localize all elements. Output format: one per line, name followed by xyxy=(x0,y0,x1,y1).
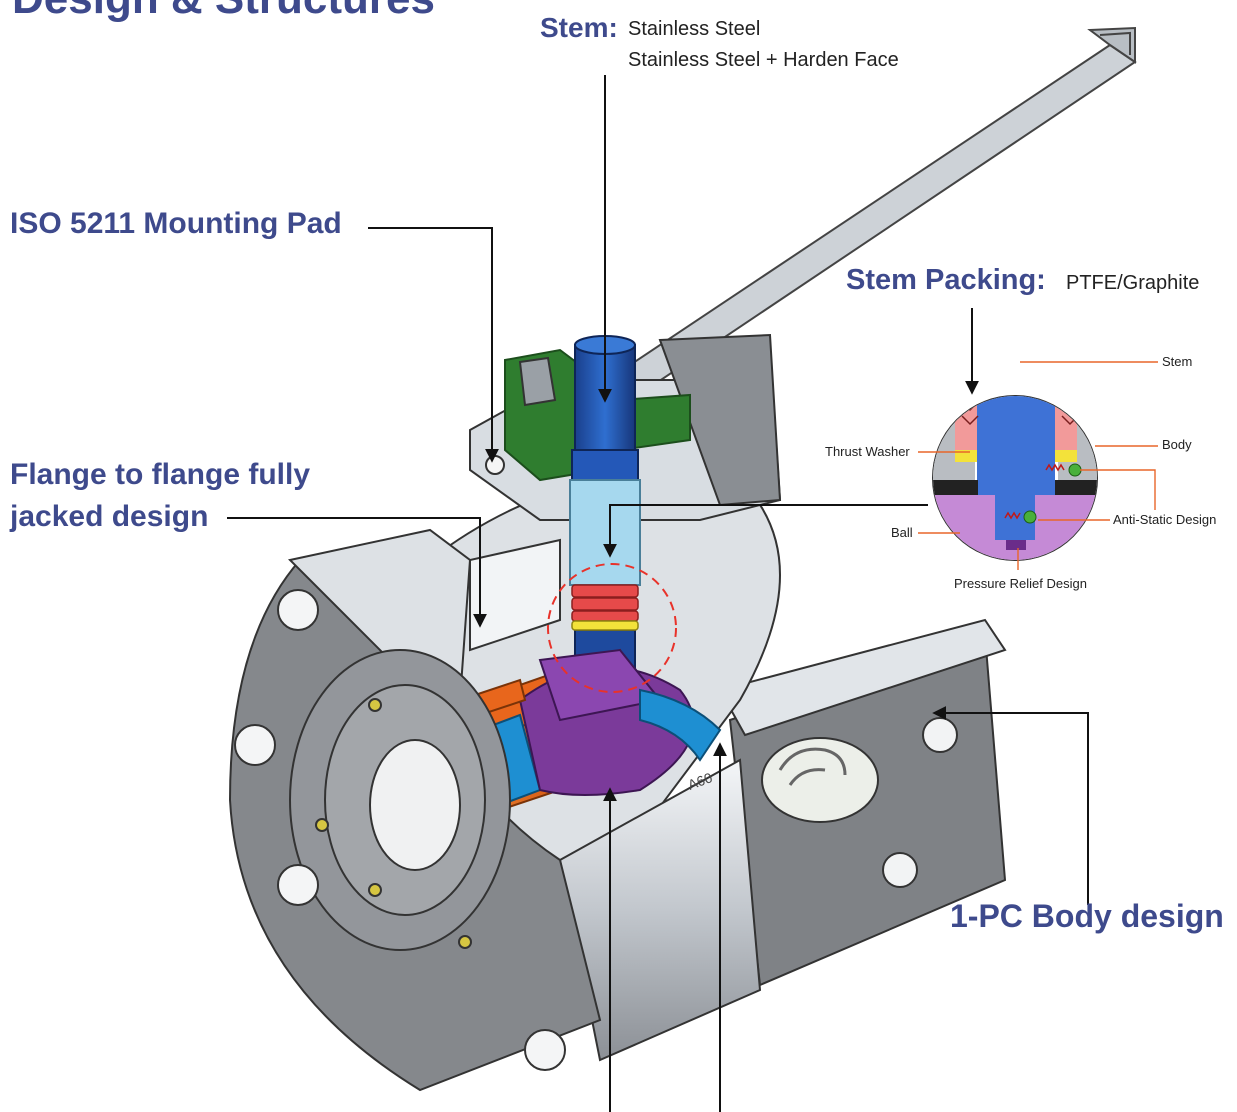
stem-material-2: Stainless Steel + Harden Face xyxy=(628,49,899,71)
body-design-label: 1-PC Body design xyxy=(950,898,1224,934)
leader-lines xyxy=(227,75,1089,1112)
detail-thrust-washer-label: Thrust Washer xyxy=(825,444,910,459)
detail-leader-lines xyxy=(918,361,1158,570)
stem-packing-heading: Stem Packing: xyxy=(846,264,1046,296)
stem-packing-rings xyxy=(571,584,639,631)
stem-packing-material: PTFE/Graphite xyxy=(1066,272,1200,294)
left-flange xyxy=(228,528,602,1092)
detail-anti-static-label: Anti-Static Design xyxy=(1113,512,1217,527)
stem-detail-callout xyxy=(547,563,677,693)
detail-stem-label: Stem xyxy=(1162,354,1193,369)
detail-pressure-relief-label: Pressure Relief Design xyxy=(954,576,1087,591)
page-title: Design & Structures xyxy=(12,0,435,24)
detail-body-label: Body xyxy=(1162,437,1192,452)
stem-material-1: Stainless Steel xyxy=(628,18,761,40)
flange-label-line2: jacked design xyxy=(10,500,209,533)
stem-heading: Stem: xyxy=(540,12,618,43)
flange-label-line1: Flange to flange fully xyxy=(10,458,311,491)
stem-packing-detail xyxy=(932,395,1098,561)
right-flange xyxy=(718,618,1007,987)
mounting-pad-label: ISO 5211 Mounting Pad xyxy=(10,207,342,240)
detail-ball-label: Ball xyxy=(891,525,913,540)
